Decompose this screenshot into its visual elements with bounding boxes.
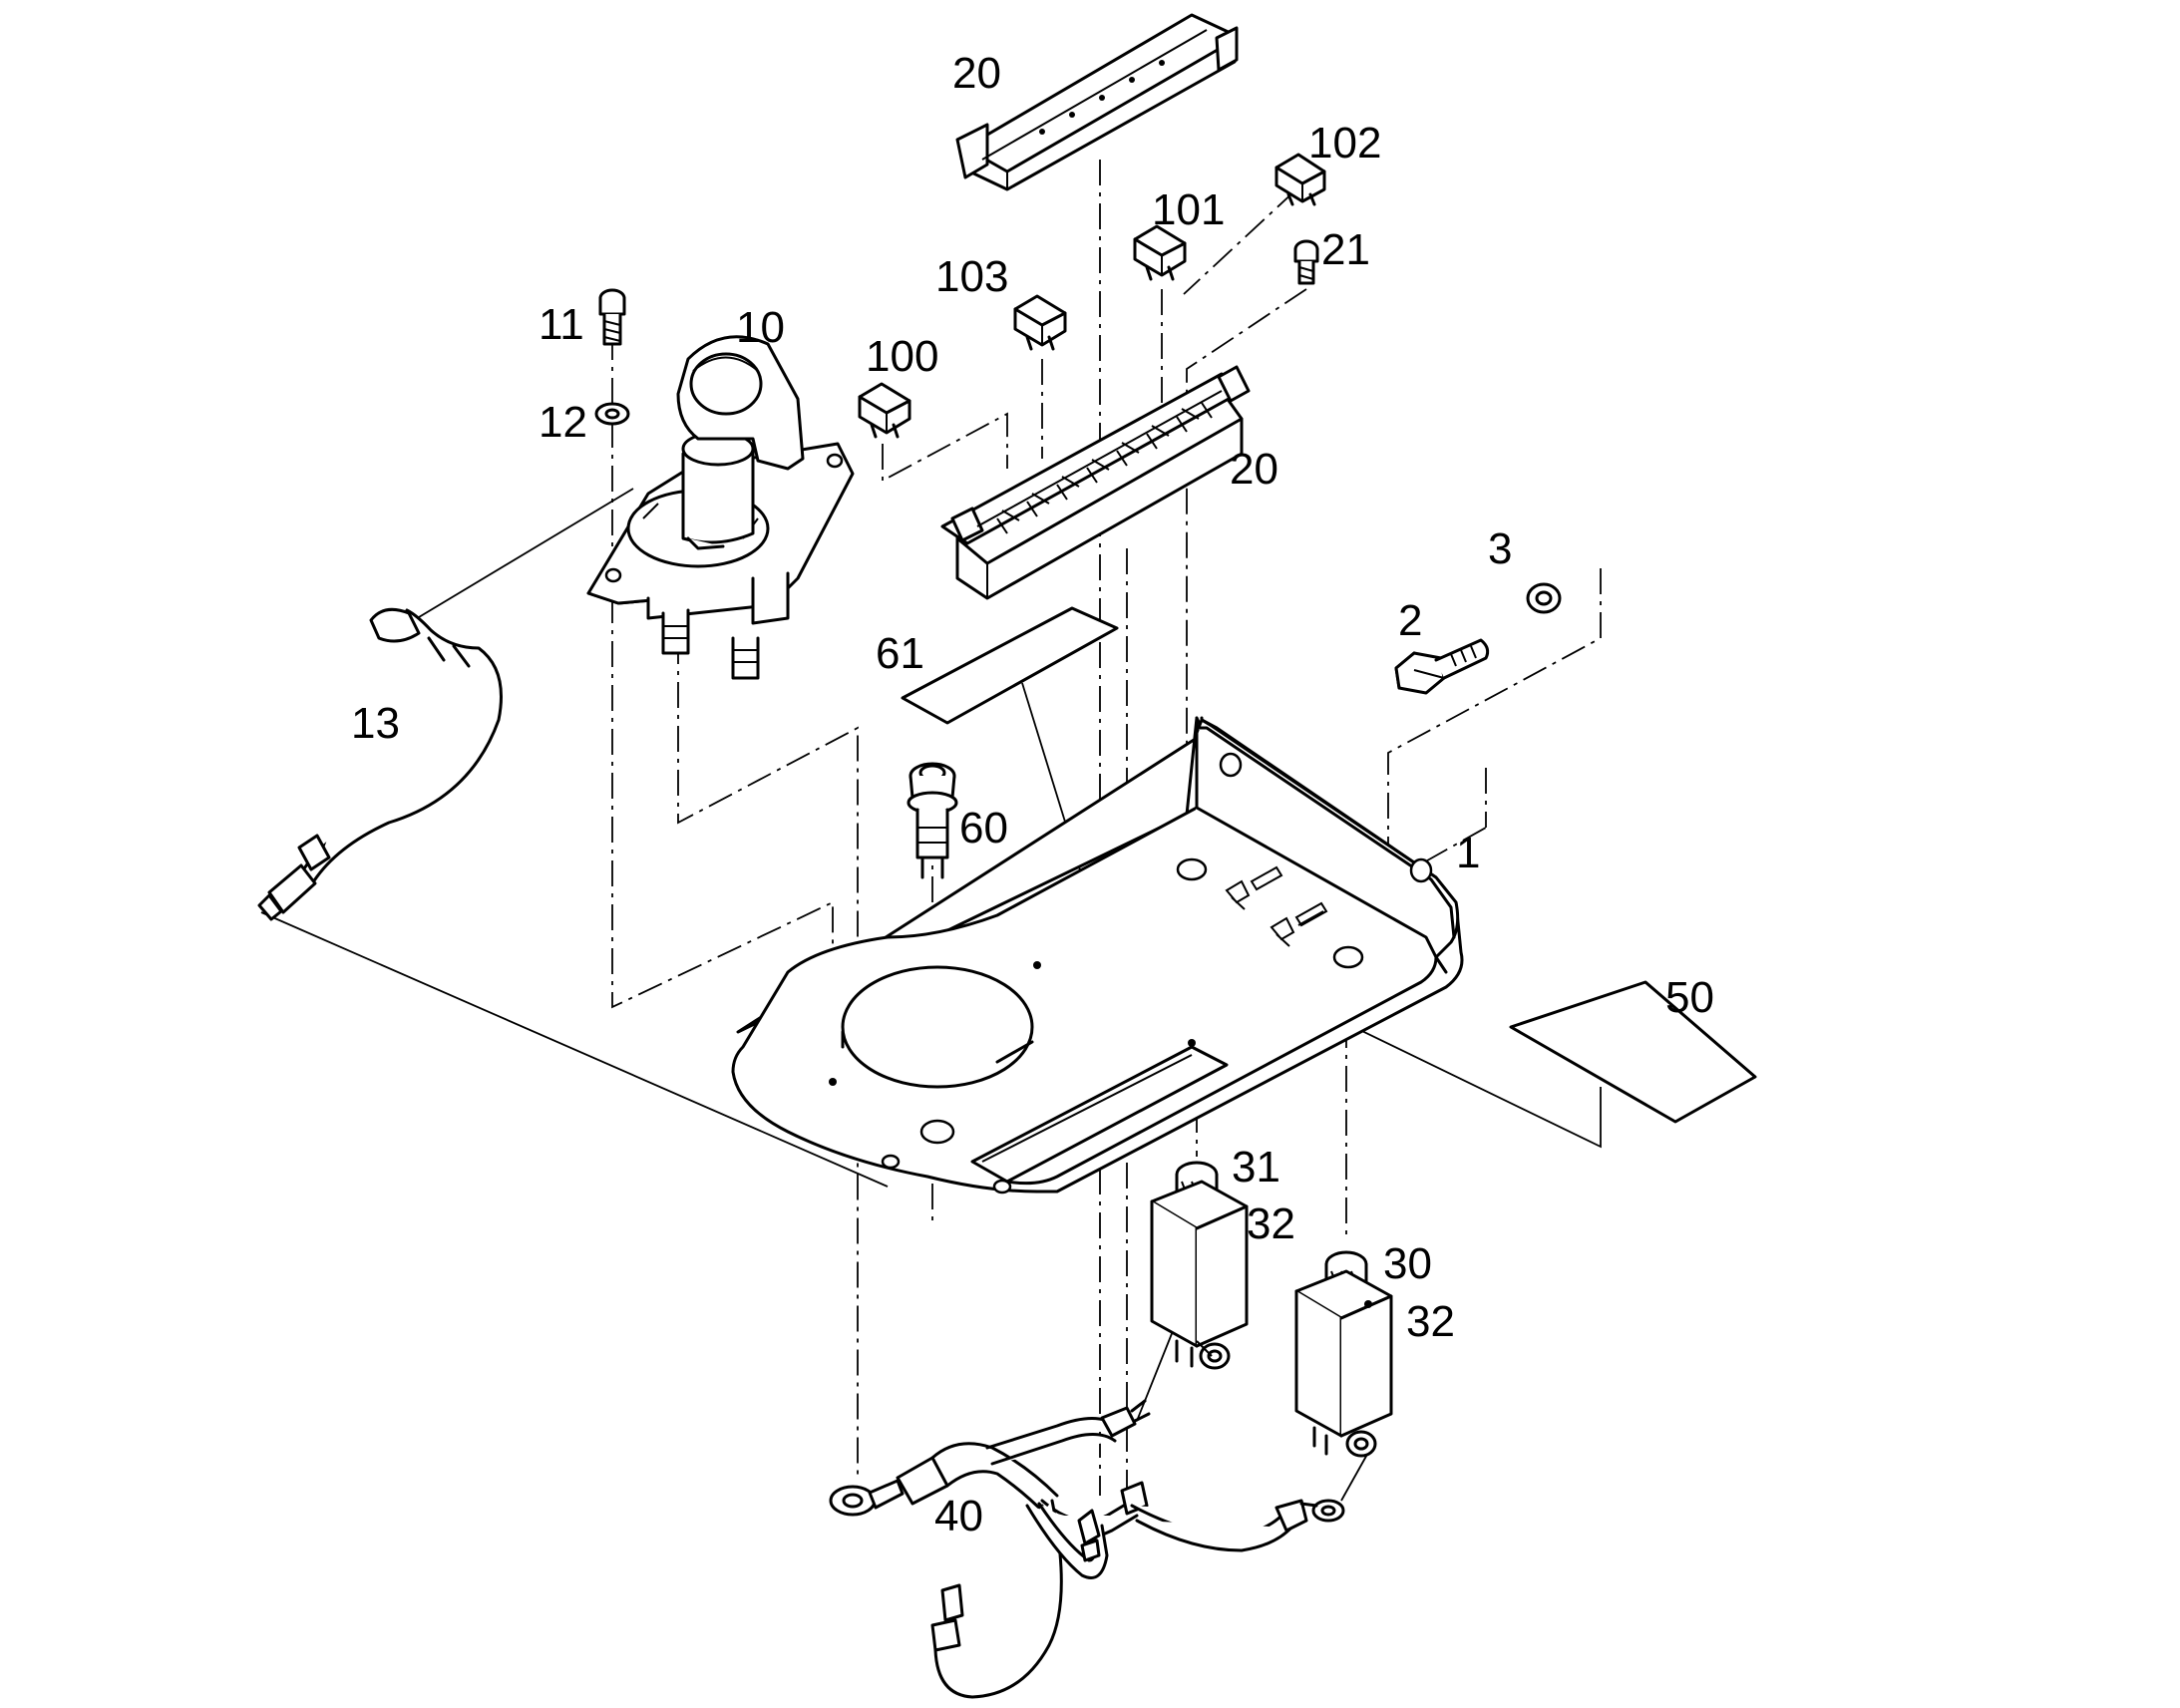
bolt-2 [1394,638,1490,695]
fuse-102 [1274,153,1326,206]
callout-100: 100 [866,332,938,381]
assembly-line-bolt-2 [1387,568,1602,884]
callout-21: 21 [1321,225,1370,274]
callout-50: 50 [1665,973,1714,1022]
callout-103: 103 [935,252,1008,301]
indicator-lamp-60 [907,762,958,879]
callout-40: 40 [934,1492,983,1540]
callout-101: 101 [1152,185,1225,234]
callout-60: 60 [959,804,1008,853]
callout-20-block: 20 [1230,445,1278,494]
leader-wire-31 [1136,1325,1176,1422]
fuse-100 [858,382,911,439]
callout-32-upper: 32 [1247,1199,1295,1248]
assembly-line-fuse-102 [1183,188,1297,295]
callout-10: 10 [736,303,785,352]
fuse-101 [1133,224,1187,281]
assembly-line-screw-11 [611,334,834,1082]
screw-11 [598,288,626,346]
callout-102: 102 [1308,119,1381,168]
label-50 [1509,980,1757,1124]
washer-3 [1526,582,1562,614]
callout-31: 31 [1232,1143,1280,1192]
callout-11: 11 [539,300,584,349]
callout-32-lower: 32 [1406,1297,1455,1346]
callout-61: 61 [876,629,924,678]
fuse-block-20 [940,365,1251,600]
callout-12: 12 [539,398,587,447]
leader-cable-13-bottom [260,911,889,1188]
callout-30: 30 [1383,1239,1432,1288]
callout-3: 3 [1488,524,1512,573]
callout-labels: 20 102 101 21 103 100 11 10 12 20 3 2 61… [351,49,1714,1540]
assembly-line-fuse-100 [882,412,1008,483]
callout-20-cover: 20 [952,49,1001,98]
circuit-breaker-30 [1294,1250,1393,1458]
wiring-harness-40 [829,1399,1345,1699]
screw-21 [1293,239,1319,285]
callout-2: 2 [1398,596,1422,645]
fuse-cover-20 [955,13,1239,191]
callout-13: 13 [351,699,400,748]
label-61 [901,606,1119,725]
fuse-103 [1013,294,1067,351]
leader-cable-13-top [408,488,634,624]
leader-wire-30 [1340,1450,1370,1502]
callout-1: 1 [1456,829,1480,877]
cable-13 [257,607,503,921]
battery-key-switch-10 [586,335,855,680]
washer-12 [594,402,630,426]
circuit-breaker-31 [1150,1161,1249,1370]
mounting-bracket-1 [731,716,1464,1195]
